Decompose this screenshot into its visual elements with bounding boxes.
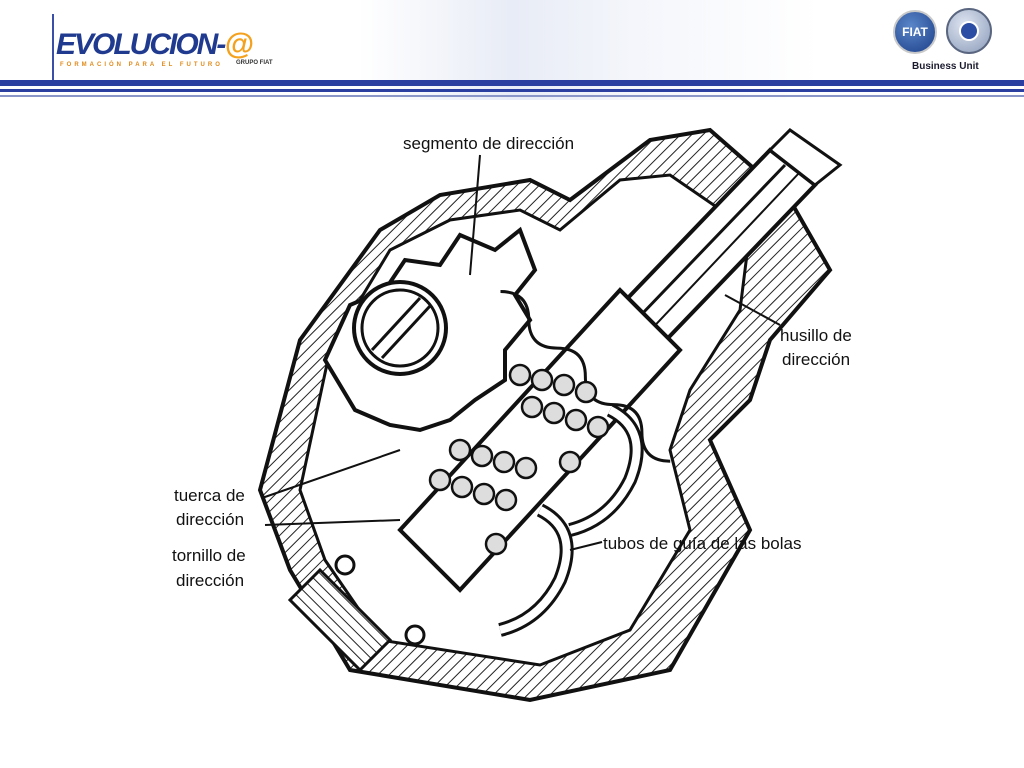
lancia-logo <box>946 8 992 54</box>
header-band <box>0 89 1024 92</box>
header-band <box>0 80 1024 86</box>
label-tubos-guia: tubos de guía de las bolas <box>603 534 802 553</box>
label-segmento-direccion: segmento de dirección <box>403 134 575 153</box>
label-husillo-line1: husillo de <box>780 326 852 345</box>
ball-guide-tubes <box>498 403 644 637</box>
logo-tagline: FORMACIÓN PARA EL FUTURO <box>60 62 223 68</box>
fiat-logo: FIAT <box>893 10 937 54</box>
label-tornillo-line2: dirección <box>176 571 245 590</box>
lancia-shield-icon <box>959 21 979 41</box>
label-tornillo-line1: tornillo de <box>172 546 246 565</box>
logo-text: EVOLUCION- <box>56 28 226 61</box>
leader-lines <box>261 154 781 551</box>
header-band <box>0 95 1024 97</box>
logo-group: GRUPO FIAT <box>236 60 273 66</box>
logo-divider <box>52 14 54 80</box>
label-tuerca-line1: tuerca de <box>174 486 245 505</box>
label-husillo-line2: dirección <box>782 350 851 369</box>
steering-box-diagram <box>257 127 843 703</box>
evolucion-logo: EVOLUCION-@ <box>56 28 254 62</box>
logo-at: @ <box>224 28 253 61</box>
recirculating-balls <box>428 363 610 556</box>
label-tuerca-line2: dirección <box>176 510 245 529</box>
business-unit-label: Business Unit <box>912 61 979 72</box>
housing-end-cap <box>287 554 426 673</box>
